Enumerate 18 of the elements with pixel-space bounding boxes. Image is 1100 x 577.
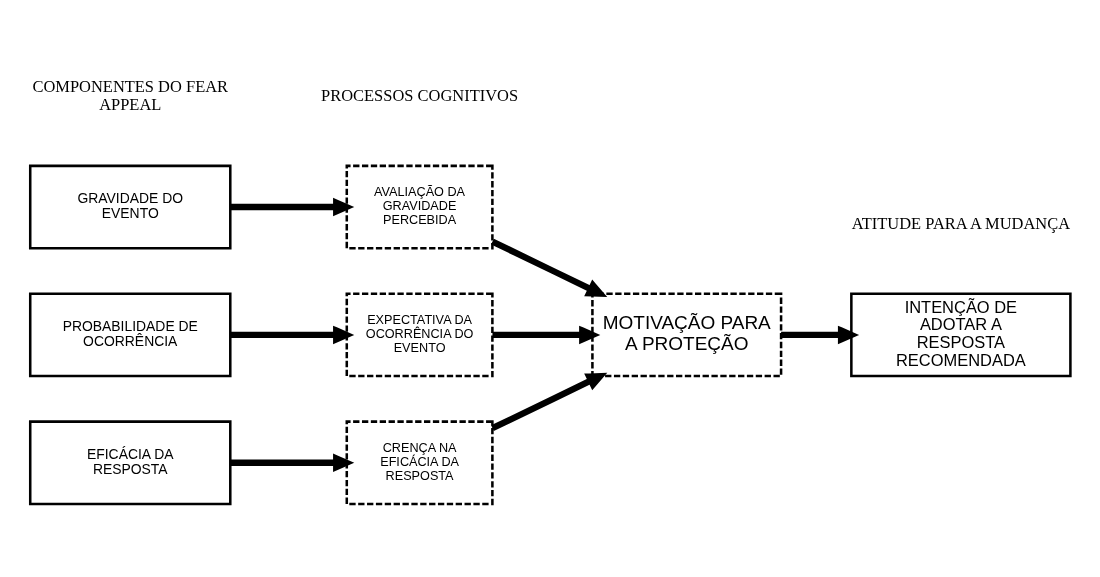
node-box: INTENÇÃO DE ADOTAR A RESPOSTA RECOMENDADA: [850, 292, 1072, 377]
arrow: [781, 325, 860, 344]
node-box: EXPECTATIVA DA OCORRÊNCIA DO EVENTO: [345, 292, 494, 377]
arrow: [230, 197, 355, 216]
node-box: PROBABILIDADE DE OCORRÊNCIA: [28, 292, 232, 377]
arrow: [230, 453, 355, 472]
label: ATITUDE PARA A MUDANÇA: [851, 213, 1071, 233]
node-box: AVALIAÇÃO DA GRAVIDADE PERCEBIDA: [345, 164, 494, 249]
node-box: MOTIVAÇÃO PARA A PROTEÇÃO: [591, 292, 783, 377]
label: PROCESSOS COGNITIVOS: [321, 85, 519, 105]
arrow: [491, 238, 608, 297]
label: COMPONENTES DO FEAR APPEAL: [32, 76, 229, 114]
node-box: EFICÁCIA DA RESPOSTA: [28, 419, 232, 505]
arrow: [230, 325, 355, 344]
node-box: GRAVIDADE DO EVENTO: [28, 164, 232, 249]
arrow: [491, 372, 608, 431]
node-box: CRENÇA NA EFICÁCIA DA RESPOSTA: [345, 419, 494, 505]
arrow: [492, 325, 601, 344]
